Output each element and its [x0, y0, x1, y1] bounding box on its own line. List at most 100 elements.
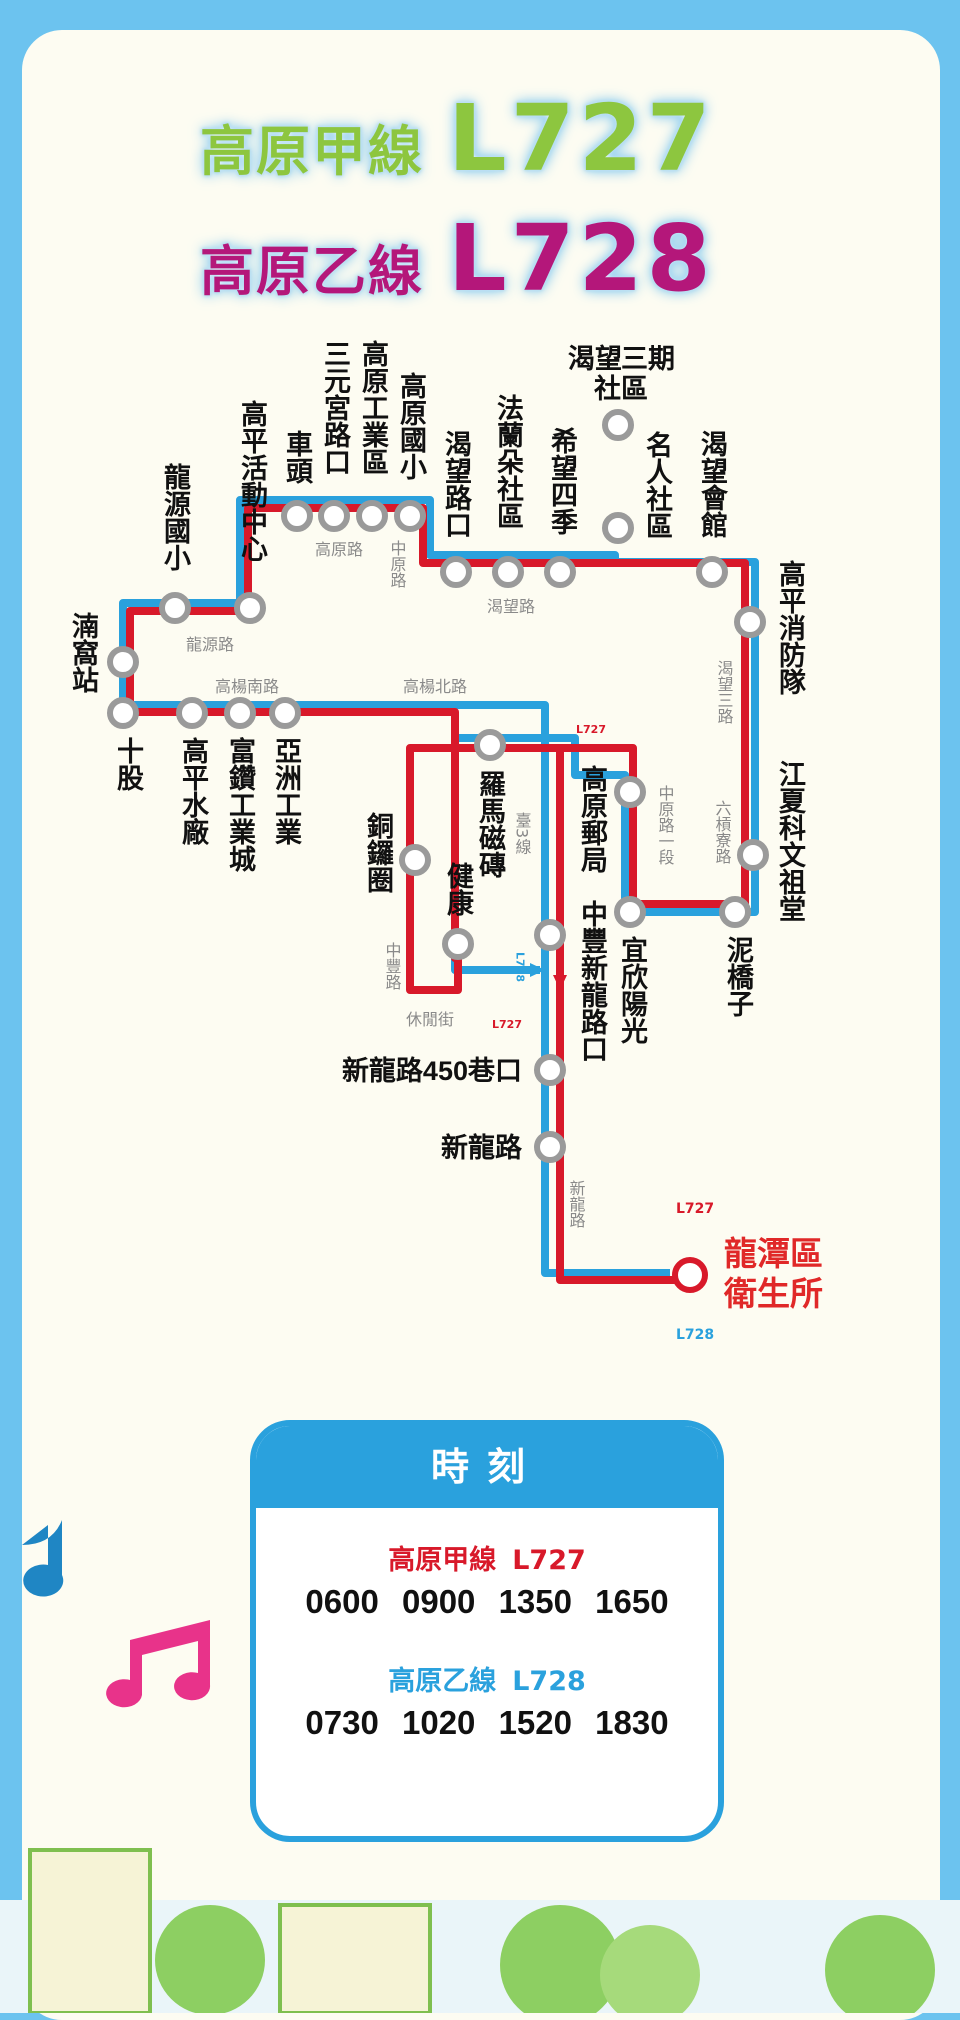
label-s25: 健康 — [443, 862, 474, 916]
timetable-l727-title: 高原甲線 L727 — [256, 1538, 718, 1577]
road-r13: 新龍路 — [567, 1180, 586, 1228]
stop-s13 — [492, 556, 524, 588]
label-s14: 希望四季 — [547, 427, 578, 535]
stop-s20 — [719, 896, 751, 928]
music-note-icon — [22, 1520, 64, 1597]
stop-s26 — [534, 919, 566, 951]
label-s8: 車頭 — [282, 430, 313, 485]
label-s28: 新龍路 — [441, 1132, 523, 1163]
label-s20: 泥橋子 — [723, 936, 754, 1017]
stop-s3 — [224, 697, 256, 729]
stop-s25 — [442, 928, 474, 960]
timetable: 時刻 高原甲線 L727 0600 0900 1350 1650 高原乙線 L728… — [250, 1420, 724, 1842]
mark-l728-2: L728 — [676, 1327, 714, 1343]
stop-destination — [672, 1257, 708, 1293]
route-l727-line — [126, 504, 749, 1284]
title-l727: 高原甲線 L727 — [200, 85, 715, 192]
stop-labels: 十股 高平水廠 富鑽工業城 亞洲工業 湳窩站 龍源國小 高平活動中心 車頭 三元… — [68, 339, 806, 1163]
title-l728-name: 高原乙線 — [200, 240, 424, 303]
road-r4: 渴望路 — [487, 597, 535, 616]
road-r6: 高楊北路 — [403, 677, 467, 696]
road-r8: 中原路一段 — [656, 785, 675, 865]
music-note-icon — [106, 1620, 211, 1708]
l727-arrow-down — [553, 975, 567, 990]
road-r7: 渴望三路 — [715, 660, 734, 724]
stop-s24 — [399, 844, 431, 876]
stop-s14 — [544, 556, 576, 588]
destination-line1: 龍潭區 — [724, 1235, 823, 1272]
stop-s9 — [318, 500, 350, 532]
title-l728-code: L728 — [448, 205, 715, 312]
label-s22: 高原郵局 — [577, 764, 608, 873]
stop-s22 — [614, 776, 646, 808]
stop-s1 — [107, 697, 139, 729]
stop-s16 — [602, 512, 634, 544]
stop-s28 — [534, 1131, 566, 1163]
road-r5: 高楊南路 — [215, 677, 279, 696]
mark-l727-1: L727 — [576, 723, 606, 736]
title-l727-code: L727 — [448, 85, 715, 192]
townscape-illustration — [0, 1848, 960, 2013]
label-s16: 名人社區 — [642, 430, 673, 539]
route-l728-line — [119, 496, 759, 1277]
direction-marks: L727 L727 L728 L727 L728 — [492, 723, 714, 1343]
timetable-l727-code: L727 — [512, 1545, 586, 1576]
stop-s21 — [614, 896, 646, 928]
timetable-l727-times: 0600 0900 1350 1650 — [305, 1583, 669, 1620]
timetable-l728-code: L728 — [512, 1666, 586, 1697]
label-s10: 高原工業區 — [358, 339, 389, 475]
timetable-l728-title: 高原乙線 L728 — [256, 1659, 718, 1698]
timetable-l728-times: 0730 1020 1520 1830 — [305, 1704, 669, 1741]
road-r1: 龍源路 — [186, 635, 234, 654]
label-s5: 湳窩站 — [68, 612, 99, 693]
label-s2: 高平水廠 — [178, 736, 209, 846]
stop-s17 — [696, 556, 728, 588]
stop-s12 — [440, 556, 472, 588]
stop-s23 — [474, 729, 506, 761]
timetable-l727-name: 高原甲線 — [388, 1545, 497, 1576]
stop-s19 — [737, 839, 769, 871]
label-s4: 亞洲工業 — [271, 737, 302, 845]
stop-s11 — [394, 500, 426, 532]
stop-s18 — [734, 606, 766, 638]
mark-l728-1: L728 — [514, 952, 527, 982]
title-l728: 高原乙線 L728 — [200, 205, 715, 312]
stop-s15 — [602, 409, 634, 441]
label-s19: 江夏科文祖堂 — [775, 760, 806, 922]
label-s21: 宜欣陽光 — [617, 935, 649, 1044]
label-s12: 渴望路口 — [441, 430, 472, 538]
label-s11: 高原國小 — [396, 371, 427, 480]
stop-s27 — [534, 1054, 566, 1086]
road-r2: 高原路 — [315, 540, 363, 559]
label-s26: 中豐新龍路口 — [577, 900, 608, 1062]
stop-s10 — [356, 500, 388, 532]
road-r3: 中原路 — [388, 540, 407, 588]
timetable-l728-name: 高原乙線 — [388, 1666, 497, 1697]
road-r10: 臺3線 — [513, 812, 532, 854]
label-s3: 富鑽工業城 — [225, 736, 256, 873]
label-s15b: 三期 — [621, 344, 675, 374]
title-l727-name: 高原甲線 — [200, 120, 424, 183]
label-s15a: 渴望 — [568, 344, 622, 374]
stop-s8 — [281, 500, 313, 532]
stops — [107, 409, 769, 1163]
road-r12: 休閒街 — [406, 1010, 454, 1029]
destination-line2: 衛生所 — [723, 1275, 823, 1312]
road-r11: 中豐路 — [383, 942, 402, 990]
stop-s7 — [234, 592, 266, 624]
l728-arrow-right — [530, 963, 545, 977]
stop-s4 — [269, 697, 301, 729]
stop-s6 — [159, 592, 191, 624]
timetable-header: 時刻 — [256, 1426, 718, 1508]
mark-l727-3: L727 — [676, 1201, 714, 1217]
label-s27: 新龍路450巷口 — [342, 1055, 522, 1086]
label-s17: 渴望會館 — [697, 430, 728, 538]
road-labels: 龍源路 高原路 中原路 渴望路 高楊南路 高楊北路 渴望三路 中原路一段 六槓寮… — [186, 540, 734, 1228]
label-s13: 法蘭朵社區 — [493, 394, 524, 529]
label-s6: 龍源國小 — [160, 462, 191, 571]
label-s15c: 社區 — [594, 373, 648, 404]
stop-s5 — [107, 646, 139, 678]
label-s18: 高平消防隊 — [775, 559, 806, 695]
label-s24: 銅鑼圈 — [363, 811, 394, 893]
